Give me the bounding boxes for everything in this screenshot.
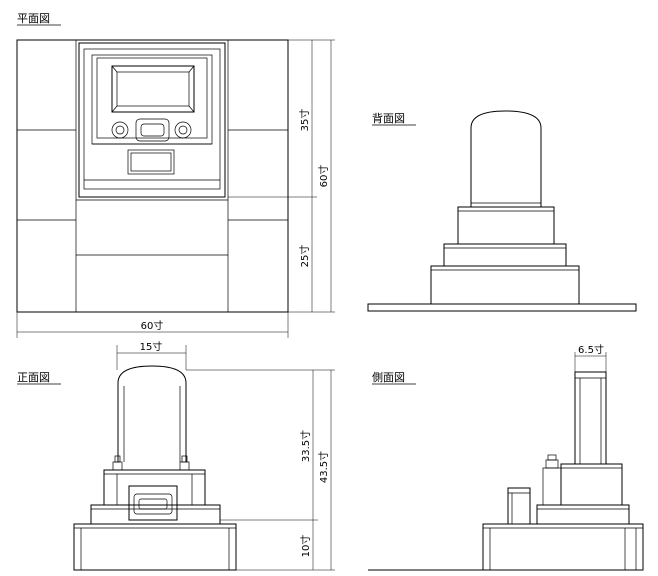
front-top-width-label: 15寸 [140, 340, 163, 353]
plan-view: 平面図 [16, 12, 335, 338]
front-lower-platform [90, 504, 221, 525]
back-view-title: 背面図 [372, 111, 405, 125]
plan-monument-base [78, 42, 226, 198]
front-base [73, 523, 237, 571]
front-top-stone [117, 365, 187, 462]
front-middle-stone [103, 469, 206, 506]
plan-view-title: 平面図 [17, 12, 50, 25]
front-total-height-label: 43.5寸 [317, 451, 330, 483]
front-upper-height-label: 33.5寸 [299, 430, 312, 462]
back-view: 背面図 [367, 110, 637, 312]
plan-left-candle-holder [111, 121, 129, 139]
plan-outer-frame [16, 39, 289, 313]
plan-width-label: 60寸 [141, 319, 164, 332]
front-base-height-label: 10寸 [299, 535, 312, 558]
side-base [482, 523, 644, 571]
back-top-stone [470, 110, 542, 207]
plan-depth-total-label: 60寸 [317, 165, 330, 188]
side-middle-stone [560, 463, 623, 506]
back-ground-plate [367, 303, 637, 312]
side-top-stone [574, 371, 607, 465]
side-lower-platform [536, 504, 630, 525]
plan-depth-lower-label: 25寸 [298, 245, 311, 268]
plan-incense-box [135, 118, 170, 142]
front-left-candle-holder [112, 461, 123, 471]
back-upper-step [457, 206, 555, 245]
front-view-title: 正面図 [17, 371, 50, 384]
plan-right-candle-holder [174, 121, 192, 139]
side-top-width-label: 6.5寸 [578, 343, 604, 356]
plan-top-stone [111, 65, 195, 113]
plan-depth-upper-label: 35寸 [298, 109, 311, 132]
side-incense-box [507, 487, 531, 525]
side-view-title: 側面図 [372, 371, 405, 384]
front-view: 正面図 15寸 [17, 340, 335, 571]
back-base [430, 265, 580, 305]
back-middle-step [443, 243, 567, 267]
plan-water-basin [127, 149, 175, 175]
side-candle-stand [542, 467, 562, 506]
front-incense-box [128, 485, 178, 521]
front-right-candle-holder [179, 461, 190, 471]
side-view: 側面図 6.5寸 [368, 343, 644, 571]
